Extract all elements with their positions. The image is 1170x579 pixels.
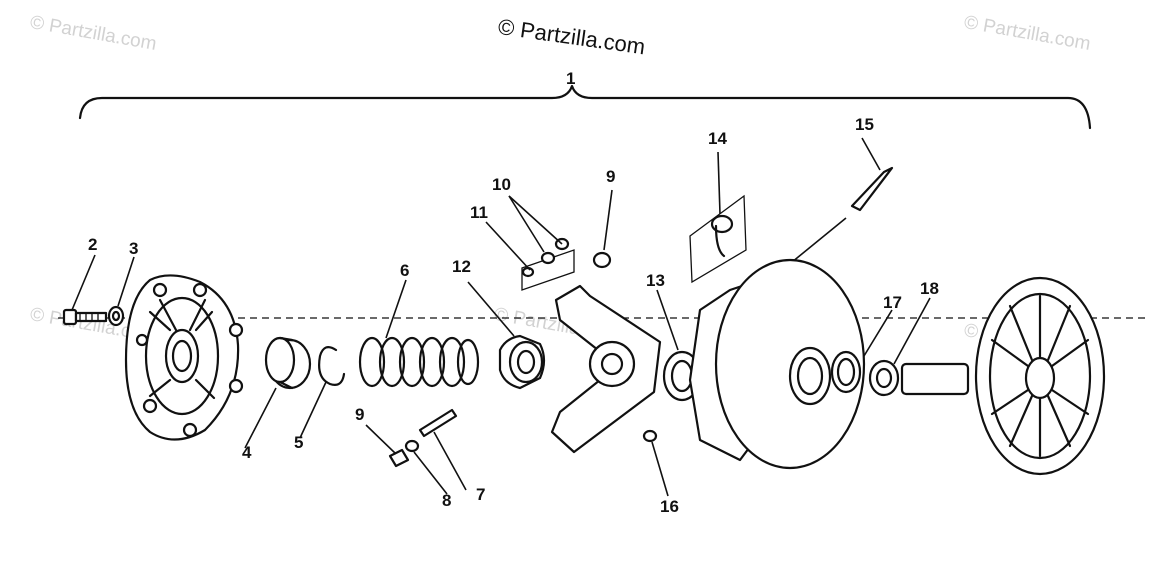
- part-8-washer: [404, 439, 420, 453]
- part-6-spring: [358, 336, 480, 388]
- fixed-sheave-wheel: [900, 276, 1106, 476]
- callout-7: 7: [476, 485, 486, 504]
- callout-3: 3: [129, 239, 139, 258]
- callout-18: 18: [920, 279, 939, 298]
- callout-9-lower: 9: [355, 405, 365, 424]
- callout-13: 13: [646, 271, 665, 290]
- callout-2: 2: [88, 235, 98, 254]
- left-hub-cover: [124, 274, 244, 441]
- callout-10: 10: [492, 175, 511, 194]
- callout-12: 12: [452, 257, 471, 276]
- callout-15: 15: [855, 115, 874, 134]
- part-7-pin: [418, 408, 458, 438]
- part-9-roller-lower: [388, 448, 410, 468]
- part-3-washer: [107, 305, 125, 327]
- part-12-spider: [498, 334, 546, 390]
- part-9-roller-upper: [592, 251, 612, 269]
- main-sheave: [688, 258, 866, 470]
- assembly-bracket: [78, 84, 1092, 130]
- part-2-bolt: [62, 308, 108, 326]
- part-10-11-hardware: [521, 237, 575, 291]
- callout-14: 14: [708, 129, 727, 148]
- callout-5: 5: [294, 433, 304, 452]
- part-4-bushing: [264, 336, 312, 390]
- part-5-snap-ring: [318, 346, 346, 386]
- callout-17: 17: [883, 293, 902, 312]
- leader-lines: [71, 137, 931, 497]
- spider-arm-assembly: [550, 284, 662, 454]
- callout-1: 1: [566, 69, 576, 88]
- callout-16: 16: [660, 497, 679, 516]
- callout-9-upper: 9: [606, 167, 616, 186]
- callout-8: 8: [442, 491, 452, 510]
- callout-6: 6: [400, 261, 410, 280]
- part-16-nut: [642, 429, 658, 443]
- part-14-tag: [689, 194, 747, 284]
- part-17-bushing: [830, 350, 862, 394]
- callout-4: 4: [242, 443, 252, 462]
- part-18-washer: [868, 359, 900, 397]
- callout-11: 11: [470, 203, 488, 222]
